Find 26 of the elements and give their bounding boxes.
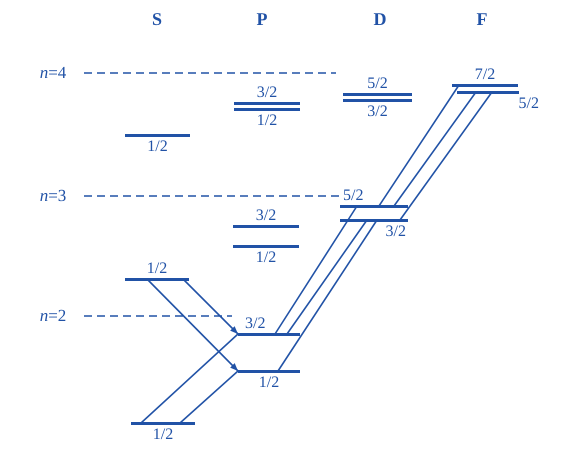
transition-line <box>140 333 239 424</box>
energy-level: 3/2 <box>340 218 408 240</box>
energy-level: 5/2 <box>340 188 408 208</box>
energy-level: 1/2 <box>238 370 300 390</box>
energy-level: 3/2 <box>238 316 300 336</box>
energy-level: 1/2 <box>125 260 189 280</box>
column-heading: P <box>256 10 268 28</box>
energy-level: 7/2 <box>452 66 518 86</box>
transition-arrow <box>182 278 239 335</box>
shell-label: n=2 <box>40 307 66 325</box>
transition-line <box>179 370 239 424</box>
energy-level: 3/2 <box>343 98 412 120</box>
column-heading: S <box>152 10 162 28</box>
energy-level: 3/2 <box>233 208 299 228</box>
shell-label: n=3 <box>40 187 66 205</box>
column-heading: D <box>374 10 386 28</box>
energy-level: 1/2 <box>125 134 190 154</box>
shell-label: n=4 <box>40 64 66 82</box>
transition-arrow <box>146 278 239 372</box>
energy-level: 5/2 <box>343 76 412 96</box>
column-heading: F <box>476 10 488 28</box>
energy-level: 1/2 <box>131 422 195 442</box>
energy-level: 3/2 <box>234 84 300 104</box>
energy-level: 1/2 <box>233 244 299 266</box>
energy-level: 5/2 <box>457 90 539 112</box>
energy-level: 1/2 <box>234 108 300 128</box>
